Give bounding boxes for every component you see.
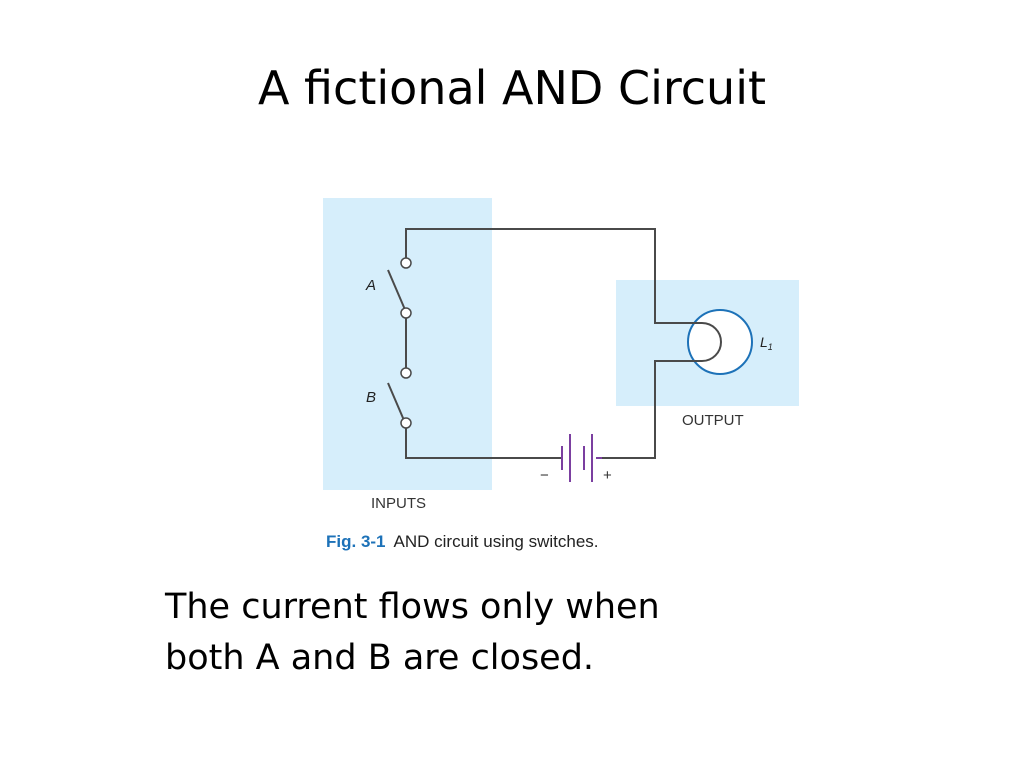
circuit-diagram: A B L1 OUTPUT INPUTS − + <box>323 198 799 512</box>
switch-a-blade <box>387 269 407 313</box>
slide-body: The current flows only when both A and B… <box>165 582 885 684</box>
figure-number: Fig. 3-1 <box>326 532 386 551</box>
switch-a-top-terminal <box>400 257 412 269</box>
inputs-label: INPUTS <box>371 495 426 512</box>
bottom-wire-left <box>405 427 562 459</box>
switch-a-bottom-terminal <box>400 307 412 319</box>
switch-terminals <box>400 257 412 429</box>
lamp-label-subscript: 1 <box>768 342 773 352</box>
inputs-panel <box>323 198 492 490</box>
switch-b-blade <box>387 382 407 426</box>
switch-a-label: A <box>365 277 376 294</box>
battery-icon <box>561 434 602 482</box>
figure-caption: Fig. 3-1 AND circuit using switches. <box>326 532 599 552</box>
top-wire <box>405 228 687 324</box>
slide-title: A fictional AND Circuit <box>257 61 767 115</box>
and-circuit-figure: A B L1 OUTPUT INPUTS − + Fig. 3-1 AND cir… <box>300 180 820 570</box>
circuit-wires <box>387 228 687 459</box>
battery-plus-label: + <box>603 467 612 484</box>
lamp-filament <box>687 322 722 362</box>
lamp-label-main: L <box>760 334 768 350</box>
bottom-wire-right <box>602 360 687 459</box>
lamp-label: L1 <box>760 334 773 352</box>
switch-b-bottom-terminal <box>400 417 412 429</box>
battery-minus-label: − <box>540 467 549 484</box>
switch-b-label: B <box>366 389 376 406</box>
figure-caption-text: AND circuit using switches. <box>393 532 599 551</box>
output-label: OUTPUT <box>682 412 744 429</box>
body-line-2: both A and B are closed. <box>165 637 595 678</box>
body-line-1: The current flows only when <box>165 587 660 627</box>
switch-b-top-terminal <box>400 367 412 379</box>
